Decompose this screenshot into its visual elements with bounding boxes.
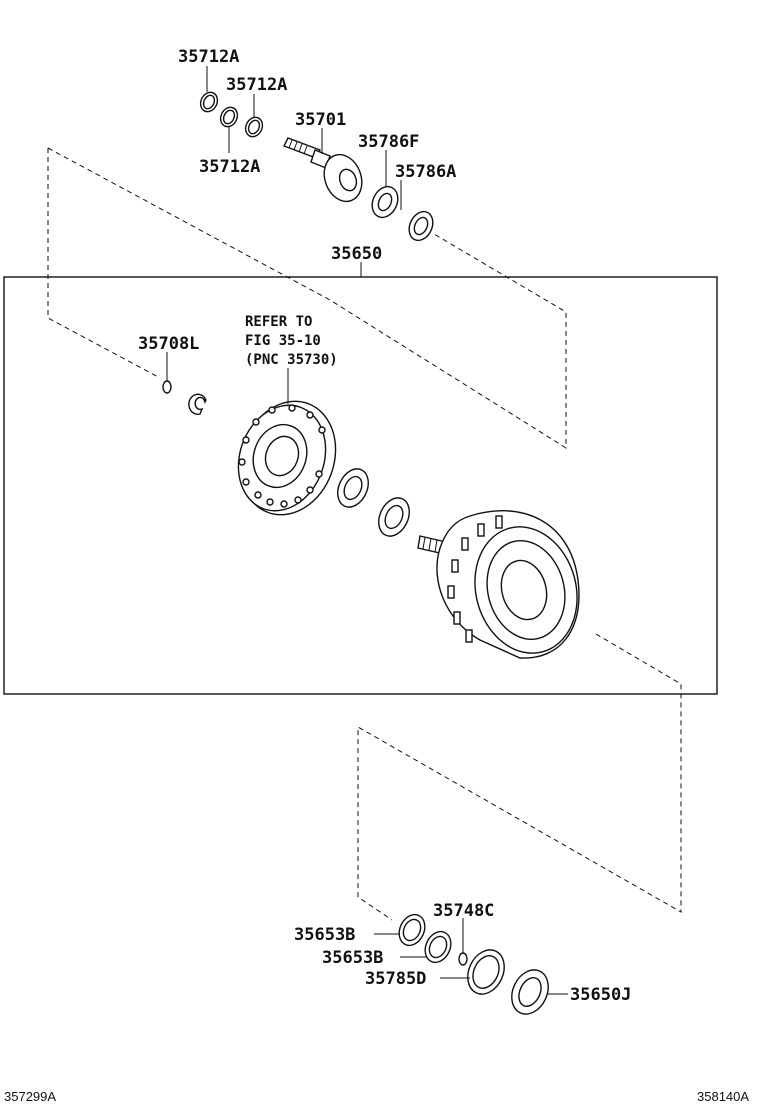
ring-35708l [162, 380, 172, 394]
washer-35786a [408, 210, 434, 242]
label-35748c: 35748C [433, 901, 494, 921]
washer-35650j [511, 969, 549, 1015]
guide-line-top-diagonal [47, 147, 567, 449]
guide-line-top-left [47, 148, 161, 379]
clutch-drum [417, 510, 580, 659]
bearing-mid [337, 468, 369, 508]
label-35712a-3: 35712A [199, 157, 260, 177]
bearing-35785d [467, 949, 505, 995]
label-35712a-1: 35712A [178, 47, 239, 67]
guide-line-bottom [357, 633, 682, 921]
label-35786a: 35786A [395, 162, 456, 182]
ring-35748c [458, 952, 468, 966]
footer-code-left: 357299A [4, 1089, 56, 1104]
reference-line-1: REFER TO [245, 314, 312, 330]
label-35650: 35650 [331, 244, 382, 264]
reference-line-2: FIG 35-10 [245, 333, 321, 349]
label-35650j: 35650J [570, 985, 631, 1005]
label-35785d: 35785D [365, 969, 426, 989]
footer-code-right: 358140A [697, 1089, 749, 1104]
label-35708l: 35708L [138, 334, 199, 354]
ring-35653b-1 [398, 913, 426, 947]
ring-35653b-2 [424, 930, 452, 964]
snap-ring-35712a-3 [244, 116, 264, 138]
label-35653b-1: 35653B [294, 925, 355, 945]
label-35653b-2: 35653B [322, 948, 383, 968]
ring-gear-ref [237, 400, 337, 516]
label-35786f: 35786F [358, 132, 419, 152]
label-35712a-2: 35712A [226, 75, 287, 95]
label-35701: 35701 [295, 110, 346, 130]
snap-ring-35712a-2 [219, 106, 239, 128]
clip-ring [188, 393, 207, 415]
bearing-35786f [371, 185, 399, 219]
snap-ring-35712a-1 [199, 91, 219, 113]
shaft-35701 [283, 137, 363, 203]
washer-mid [378, 497, 410, 537]
reference-line-3: (PNC 35730) [245, 352, 338, 368]
